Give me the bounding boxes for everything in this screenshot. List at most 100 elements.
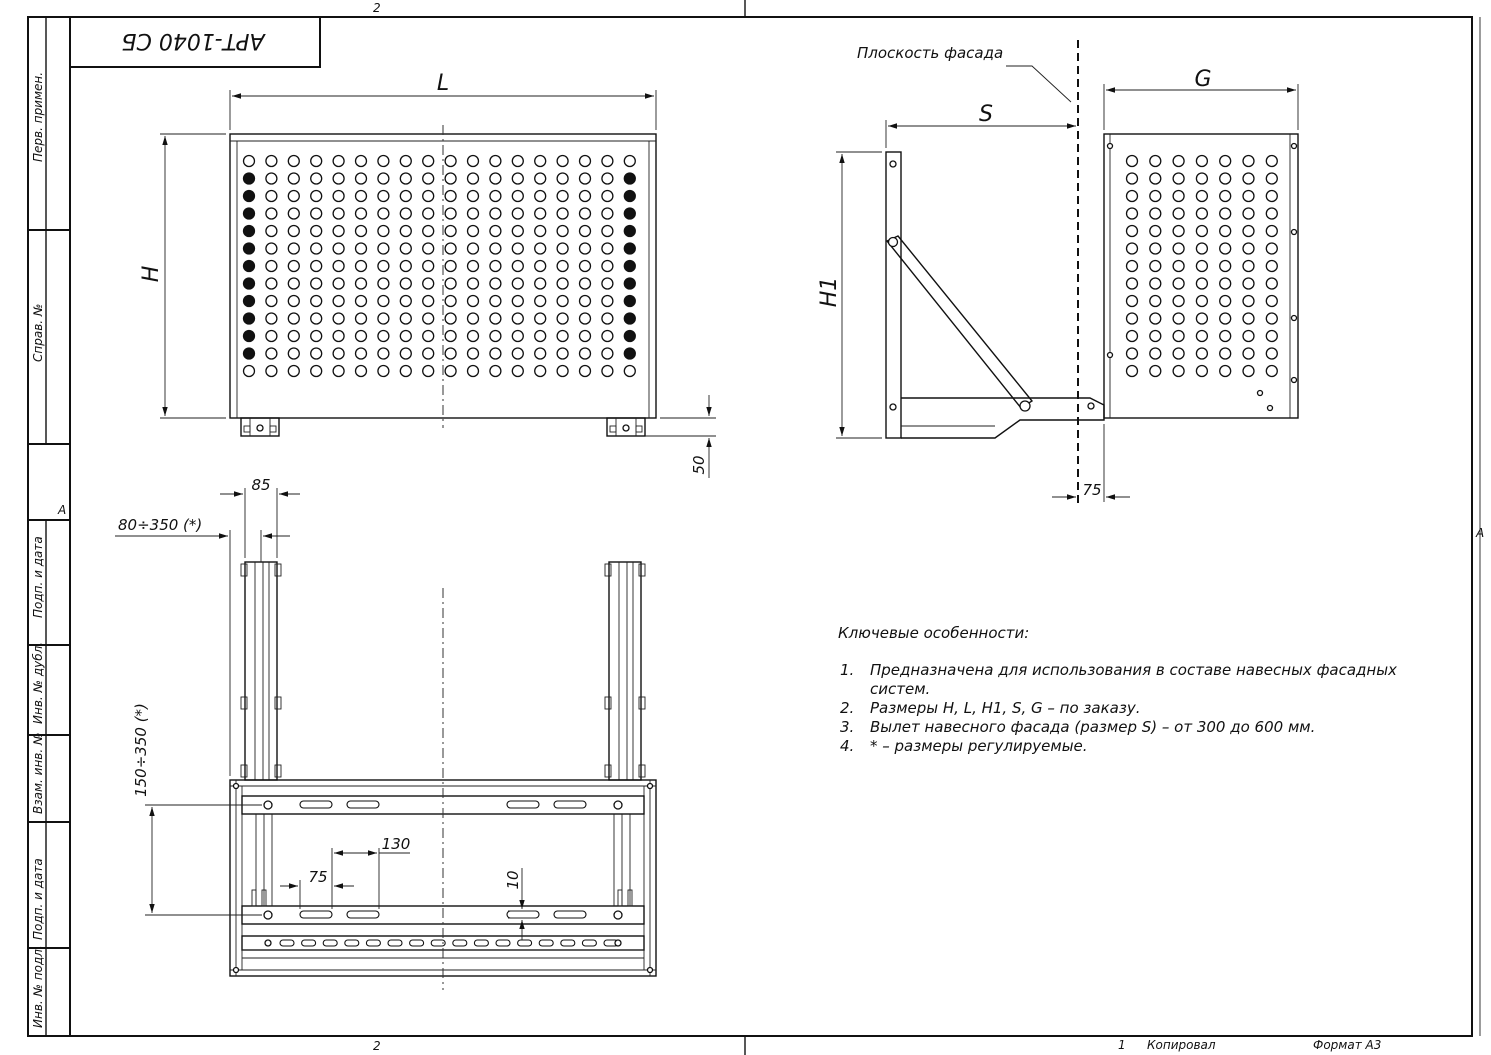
- perforation-hole: [422, 277, 435, 290]
- perforation-hole: [1125, 312, 1139, 325]
- perforation-hole: [265, 294, 278, 308]
- perforation-hole: [1195, 277, 1209, 290]
- perforation-hole: [287, 242, 300, 255]
- perforation-hole: [1265, 207, 1278, 220]
- perforation-hole: [1265, 224, 1278, 238]
- perforation-hole: [354, 294, 368, 308]
- perforation-hole: [534, 189, 547, 203]
- dim-label-adjust-h: 80÷350 (*): [118, 516, 202, 534]
- perforation-hole: [399, 154, 412, 168]
- perforation-hole: [1219, 189, 1232, 203]
- perforation-hole: [265, 224, 278, 238]
- perforation-hole: [1125, 259, 1139, 273]
- perforation-hole: [623, 364, 636, 378]
- rail-slot: [322, 939, 338, 947]
- right-bracket: [604, 561, 646, 781]
- perforation-hole: [265, 364, 278, 378]
- perforation-hole: [1149, 277, 1162, 290]
- perforation-hole: [511, 277, 524, 290]
- rail-slot: [430, 939, 446, 947]
- perforation-hole: [534, 347, 547, 360]
- perforation-hole: [1219, 154, 1232, 168]
- perforation-hole: [1172, 207, 1185, 220]
- perforation-hole: [422, 294, 435, 308]
- perforation-hole: [354, 259, 368, 273]
- perforation-hole: [1195, 154, 1209, 168]
- perforation-hole: [1149, 329, 1162, 343]
- note-1-line-2: систем.: [870, 680, 930, 698]
- rail-slot: [279, 939, 295, 947]
- perforation-hole: [489, 277, 502, 290]
- perforation-hole: [310, 242, 323, 255]
- perforation-hole: [265, 242, 278, 255]
- perforation-hole: [444, 364, 457, 378]
- perforation-hole: [377, 242, 390, 255]
- perforation-hole: [578, 294, 592, 308]
- stamp-label-reference: Справ. №: [31, 304, 45, 362]
- side-stamp: Перв. примен. Справ. № Подп. и дата Инв.…: [27, 16, 71, 1037]
- perforation-hole: [1219, 224, 1232, 238]
- perforation-hole: [556, 329, 569, 343]
- perforation-hole: [287, 154, 300, 168]
- perforation-hole: [399, 172, 412, 185]
- stamp-label-sign-date-2: Подп. и дата: [31, 858, 45, 940]
- rail-slot: [495, 939, 511, 947]
- perforation-hole: [578, 207, 592, 220]
- perforation-hole: [1172, 347, 1185, 360]
- perforation-hole: [332, 224, 345, 238]
- perforation-hole: [265, 312, 278, 325]
- perforation-hole: [310, 172, 323, 185]
- perforation-hole: [310, 207, 323, 220]
- notes-title: Ключевые особенности:: [838, 624, 1029, 642]
- perforation-hole: [1265, 259, 1278, 273]
- perforation-hole: [287, 224, 300, 238]
- dim-label-slot-pitch-75: 75: [308, 868, 327, 886]
- side-perforation: [1125, 154, 1278, 378]
- perforation-hole: [578, 224, 592, 238]
- stamp-label-sign-date-1: Подп. и дата: [31, 536, 45, 618]
- perforation-hole: [399, 294, 412, 308]
- facade-plane-label: Плоскость фасада: [857, 44, 1003, 62]
- dim-label-bracket-85: 85: [251, 476, 270, 494]
- perforation-hole: [332, 329, 345, 343]
- perforation-hole: [444, 329, 457, 343]
- designation-box: АРТ-1040 СБ: [69, 16, 321, 68]
- perforation-hole: [556, 224, 569, 238]
- perforation-hole: [1219, 294, 1232, 308]
- perforation-hole: [1149, 347, 1162, 360]
- perforation-hole: [242, 172, 256, 185]
- perforation-hole: [1265, 154, 1278, 168]
- rail-slot: [387, 939, 403, 947]
- perforation-hole: [601, 189, 614, 203]
- perforation-hole: [578, 364, 592, 378]
- perforation-hole: [1195, 329, 1209, 343]
- perforation-hole: [601, 364, 614, 378]
- dim-label-slot-130: 130: [382, 835, 411, 853]
- front-perforation: [242, 154, 636, 378]
- perforation-hole: [242, 364, 256, 378]
- perforation-hole: [556, 294, 569, 308]
- dim-label-adjust-v: 150÷350 (*): [132, 703, 150, 797]
- perforation-hole: [511, 224, 524, 238]
- perforation-hole: [287, 294, 300, 308]
- perforation-hole: [242, 312, 256, 325]
- right-foot: [606, 417, 646, 437]
- perforation-hole: [534, 329, 547, 343]
- perforation-hole: [377, 364, 390, 378]
- perforation-hole: [310, 312, 323, 325]
- perforation-hole: [1195, 224, 1209, 238]
- perforation-hole: [444, 207, 457, 220]
- perforation-hole: [242, 207, 256, 220]
- perforation-hole: [354, 347, 368, 360]
- perforation-hole: [399, 259, 412, 273]
- perforation-hole: [556, 364, 569, 378]
- perforation-hole: [511, 207, 524, 220]
- perforation-hole: [466, 189, 480, 203]
- perforation-hole: [1265, 329, 1278, 343]
- perforation-hole: [1219, 364, 1232, 378]
- perforation-hole: [601, 224, 614, 238]
- front-view: L H 50: [139, 71, 716, 478]
- perforation-hole: [489, 259, 502, 273]
- perforation-hole: [332, 189, 345, 203]
- perforation-hole: [354, 242, 368, 255]
